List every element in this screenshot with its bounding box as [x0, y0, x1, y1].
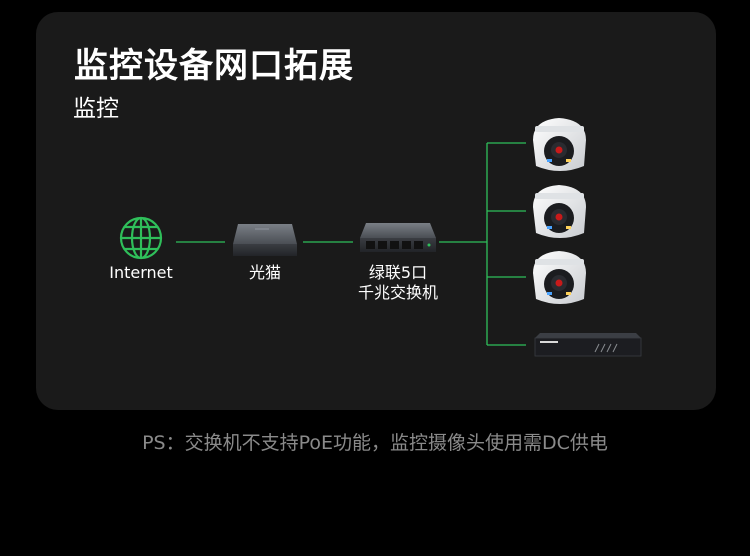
- nvr-recorder: [534, 333, 642, 357]
- switch-label-line1: 绿联5口: [368, 263, 428, 282]
- dome-camera: [533, 118, 586, 171]
- modem-label: 光猫: [248, 263, 281, 282]
- internet-label: Internet: [109, 263, 173, 282]
- dome-camera: [533, 185, 586, 238]
- connector-lines: [176, 142, 526, 346]
- dome-camera: [533, 251, 586, 304]
- modem-device: [233, 224, 297, 256]
- power-footnote: PS：交换机不支持PoE功能，监控摄像头使用需DC供电: [142, 432, 608, 454]
- page-subtitle: 监控: [73, 96, 119, 122]
- page-title: 监控设备网口拓展: [74, 46, 354, 86]
- globe-icon: [119, 216, 163, 260]
- switch-label-line2: 千兆交换机: [357, 283, 438, 302]
- switch-device: [360, 223, 436, 252]
